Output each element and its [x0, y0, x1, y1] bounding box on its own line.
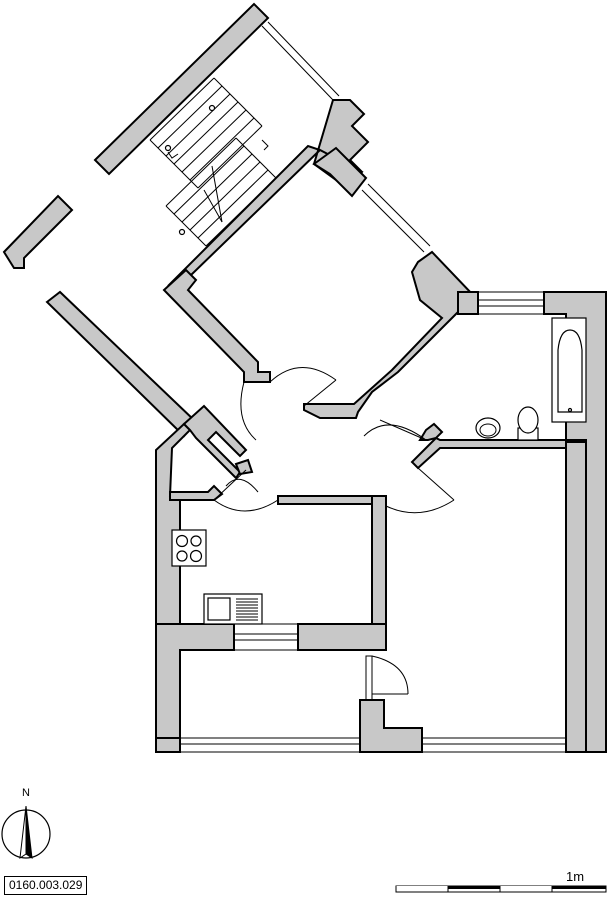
wall-bath-northwest	[457, 291, 479, 315]
wall-closet-door-jamb	[234, 458, 254, 476]
bathtub	[551, 317, 587, 423]
wall-east	[565, 441, 587, 753]
wall-bath-north-east	[543, 291, 607, 753]
cooktop	[171, 529, 207, 567]
apartment-walls	[155, 291, 607, 753]
scale-seg-4	[552, 886, 606, 889]
stair-window	[261, 21, 340, 101]
wall-south-west	[155, 737, 181, 753]
wall-kitchen-north	[277, 495, 385, 505]
compass-needle-left	[19, 805, 27, 860]
wall-corridor-south	[169, 484, 224, 501]
stair-wall-fragment-west	[2, 194, 74, 269]
door-kitchen	[213, 469, 279, 512]
washbasin	[475, 417, 501, 439]
stair-flight-upper	[149, 77, 263, 189]
scale-seg-2	[448, 886, 500, 889]
room-upper-walls	[162, 99, 476, 419]
bath-window	[477, 291, 545, 315]
stair-wall-northwest	[93, 2, 270, 176]
stair-flight-lower	[164, 104, 277, 247]
wall-bath-west-stub	[418, 422, 444, 441]
plan-reference: 0160.003.029	[4, 876, 88, 895]
toilet	[517, 406, 539, 441]
scale-label: 1m	[566, 869, 585, 884]
door-bedroom-east	[363, 419, 427, 441]
doors	[213, 367, 455, 701]
wall-kitchen-south-east	[297, 623, 387, 651]
north-arrow: N	[1, 787, 51, 860]
living-window-south	[421, 737, 567, 753]
scale-bar	[395, 885, 607, 893]
wall-bath-south	[410, 436, 567, 470]
upper-room-wall-northeast	[312, 146, 368, 198]
upper-room-wall-west	[162, 268, 271, 383]
scale-seg-1	[396, 886, 448, 889]
wall-closet	[182, 404, 248, 480]
door-living	[385, 467, 455, 514]
compass-needle-right	[25, 805, 33, 860]
kitchen-sink	[203, 593, 263, 625]
balcony-window-west	[180, 737, 360, 753]
kitchen-window	[233, 623, 299, 651]
windows	[180, 291, 567, 753]
upper-room-window	[361, 183, 431, 253]
upper-room-wall-east	[303, 250, 476, 419]
door-upper-room	[240, 367, 337, 441]
north-label: N	[22, 787, 30, 799]
wall-living-southwest-corner	[359, 699, 423, 753]
door-balcony	[365, 655, 409, 701]
wall-kitchen-south-west	[155, 623, 235, 739]
scale-seg-3	[500, 886, 552, 889]
stair-wall-southwest	[45, 290, 198, 438]
upper-room-wall-north	[167, 99, 370, 287]
stair-walls	[2, 2, 270, 438]
